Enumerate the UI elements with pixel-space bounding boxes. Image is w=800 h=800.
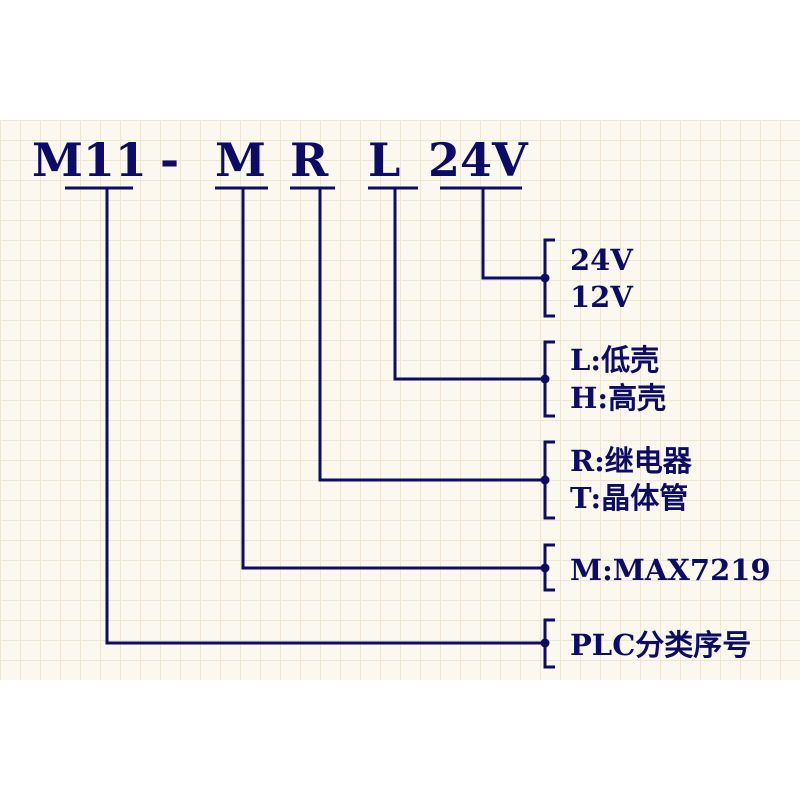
wire-voltage <box>481 188 545 280</box>
code-dash: - <box>160 133 180 187</box>
code-case: L <box>368 133 401 187</box>
junction-case <box>540 374 550 384</box>
wire-series <box>105 188 545 645</box>
option-output-transistor: T:晶体管 <box>570 481 689 515</box>
grid-sheet <box>0 120 800 680</box>
code-output: R <box>290 133 329 187</box>
code-chip: M <box>215 133 266 187</box>
option-output-relay: R:继电器 <box>570 444 692 478</box>
junction-series <box>540 638 550 648</box>
option-voltage-24v: 24V <box>570 243 633 277</box>
junction-voltage <box>540 273 550 283</box>
code-voltage: 24V <box>428 133 528 187</box>
junction-chip <box>540 563 550 573</box>
option-voltage-12v: 12V <box>570 280 633 314</box>
wire-chip <box>241 188 545 570</box>
junction-output <box>540 475 550 485</box>
option-case-high: H:高壳 <box>570 381 667 415</box>
option-series: PLC分类序号 <box>570 628 752 662</box>
code-series: M11 <box>32 133 147 187</box>
option-chip: M:MAX7219 <box>570 553 771 587</box>
wire-case <box>393 188 545 381</box>
wire-output <box>318 188 545 482</box>
option-case-low: L:低壳 <box>570 343 660 377</box>
